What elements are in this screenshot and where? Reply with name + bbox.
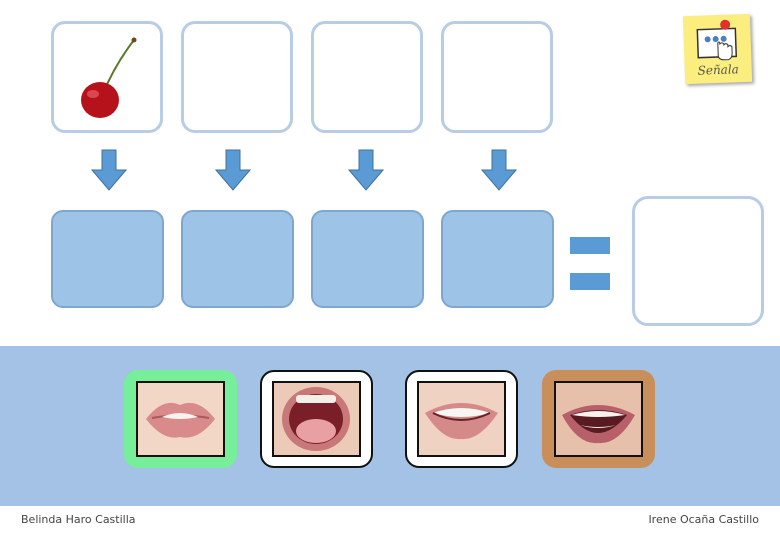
smile-wide-image xyxy=(554,381,643,457)
choices-tray xyxy=(0,346,780,506)
mouth-wide-icon xyxy=(556,383,641,455)
down-arrow-icon xyxy=(348,149,384,191)
answer-box-3[interactable] xyxy=(311,210,424,308)
down-arrow-icon xyxy=(215,149,251,191)
mouth-closed-icon xyxy=(138,383,223,455)
choice-lips-closed[interactable] xyxy=(124,370,237,468)
down-arrow-icon xyxy=(481,149,517,191)
mouth-smile-icon xyxy=(419,383,504,455)
cherry-icon xyxy=(81,37,137,118)
footer-author-left: Belinda Haro Castilla xyxy=(21,513,136,526)
answer-box-2[interactable] xyxy=(181,210,294,308)
pointing-hand-icon xyxy=(696,19,738,61)
equals-sign-top-bar xyxy=(570,237,610,254)
image-slot-2[interactable] xyxy=(181,21,293,133)
equals-sign-bottom-bar xyxy=(570,273,610,290)
mouth-open-icon xyxy=(274,383,359,455)
answer-box-4[interactable] xyxy=(441,210,554,308)
choice-smile-teeth[interactable] xyxy=(405,370,518,468)
footer-author-right: Irene Ocaña Castillo xyxy=(648,513,759,526)
mouth-open-image xyxy=(272,381,361,457)
smile-teeth-image xyxy=(417,381,506,457)
answer-box-1[interactable] xyxy=(51,210,164,308)
image-slot-3[interactable] xyxy=(311,21,423,133)
down-arrow-icon xyxy=(91,149,127,191)
senala-sign-card: Señala xyxy=(682,13,753,85)
sign-label: Señala xyxy=(697,62,740,78)
image-slot-1[interactable] xyxy=(51,21,163,133)
lips-closed-image xyxy=(136,381,225,457)
choice-smile-wide[interactable] xyxy=(542,370,655,468)
result-slot[interactable] xyxy=(632,196,764,326)
choice-mouth-open[interactable] xyxy=(260,370,373,468)
image-slot-4[interactable] xyxy=(441,21,553,133)
